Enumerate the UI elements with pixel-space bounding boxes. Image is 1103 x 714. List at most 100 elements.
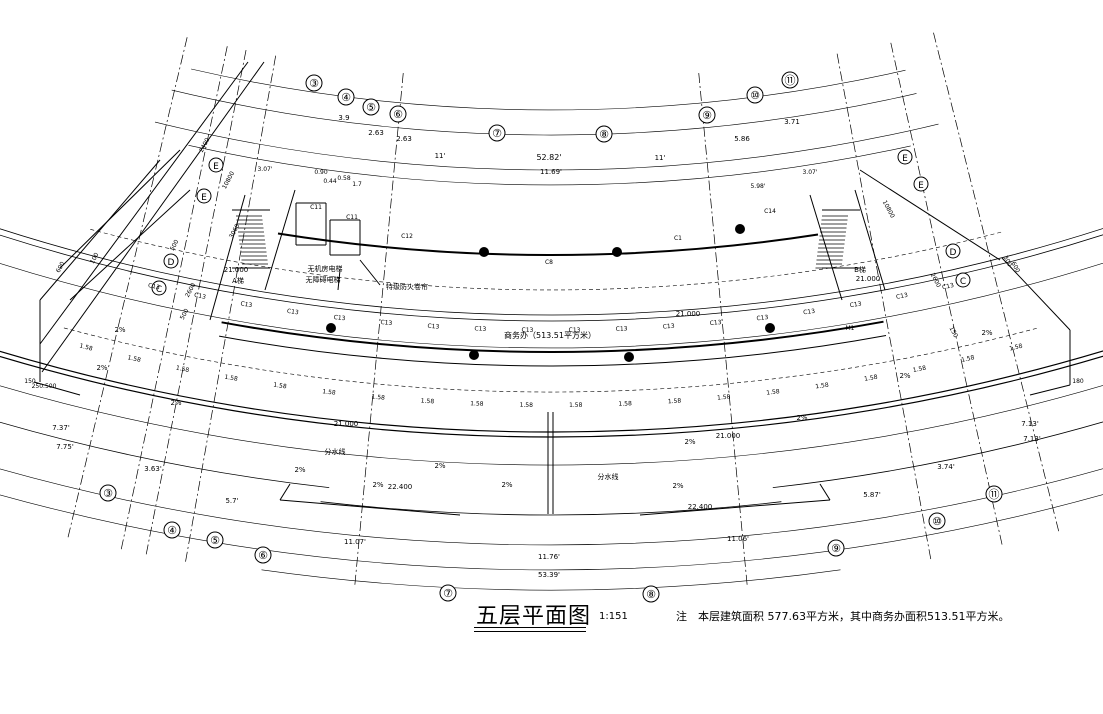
top-dim-total-sub: 11.69' xyxy=(540,168,562,176)
axis-bubble-label: ⑨ xyxy=(702,109,712,122)
drawing-title: 五层平面图 xyxy=(476,604,592,629)
roof-slope-3: 2% xyxy=(294,466,305,474)
axis-bubble-label: ⑤ xyxy=(366,101,376,114)
axis-bubble-bottom-4: ⑦ xyxy=(439,584,457,602)
columns xyxy=(326,224,775,362)
window-label-5: C13 xyxy=(380,319,393,327)
level-mark-5: 22.400 xyxy=(388,483,413,491)
wall-seg-2 xyxy=(39,159,161,301)
axis-bubble-ring xyxy=(928,512,946,530)
window-label-10: C13 xyxy=(616,325,628,332)
window-label-3: C13 xyxy=(286,308,299,317)
beam-label-1: C1 xyxy=(674,235,682,242)
bottom-dim-row4-1: 11.06' xyxy=(727,535,749,543)
top-dim-inner-3: 0.58 xyxy=(337,175,351,182)
arc-16 xyxy=(772,421,1103,488)
window-label-11: C13 xyxy=(663,323,675,331)
misc-dim-14: 180 xyxy=(1072,378,1084,385)
arc-19 xyxy=(0,494,1103,571)
wall-seg-11 xyxy=(854,189,886,291)
column-2 xyxy=(735,224,745,234)
row-axis-label: E xyxy=(918,181,924,191)
row-axis-ring xyxy=(151,280,167,296)
row-axis-ring xyxy=(945,243,961,259)
arc-20 xyxy=(261,569,841,591)
arc-3 xyxy=(188,145,911,186)
beam-label-0: C12 xyxy=(401,233,413,240)
axis-lines xyxy=(67,32,1060,586)
arc-12 xyxy=(0,350,1103,433)
axis-bubble-ring xyxy=(305,74,323,92)
axis-bubble-ring xyxy=(389,105,407,123)
bottom-dim-row1-1: 7.13' xyxy=(1021,420,1039,428)
window-label-7: C13 xyxy=(474,325,486,332)
window-width-8: 1.58 xyxy=(470,400,484,408)
roof-slope-9: 2% xyxy=(796,414,807,422)
top-dim-outer-1: 2.63 xyxy=(368,129,384,137)
axis-line-4 xyxy=(354,72,404,586)
level-mark-1: 21.000 xyxy=(676,310,701,318)
row-axis-label: D xyxy=(168,258,175,268)
axis-bubble-label: ⑩ xyxy=(932,515,942,528)
arc-0 xyxy=(191,68,906,111)
axis-bubble-ring xyxy=(781,71,799,89)
window-label-17: C13 xyxy=(942,282,955,291)
window-width-5: 1.58 xyxy=(322,388,336,397)
wall-seg-18 xyxy=(279,499,461,516)
roof-slope-5: 2% xyxy=(434,462,445,470)
title-underline xyxy=(474,627,586,632)
beam-label-4: C11 xyxy=(310,204,322,211)
axis-bubble-ring xyxy=(488,124,506,142)
top-dim-inner-5: 5.98' xyxy=(750,183,765,190)
axis-bubble-top-1: ④ xyxy=(337,88,355,106)
roof-slope-8: 2% xyxy=(672,482,683,490)
window-label-15: C13 xyxy=(849,300,862,309)
bottom-dim-row5-0: 11.76' xyxy=(538,553,560,561)
axis-bubble-ring xyxy=(595,125,613,143)
misc-dim-7: 2600 xyxy=(929,272,942,289)
arc-8 xyxy=(0,262,1103,349)
axis-line-5 xyxy=(698,72,748,586)
window-label-12: C13 xyxy=(709,319,722,327)
level-mark-6: 22.400 xyxy=(688,503,713,511)
arc-14 xyxy=(0,385,1103,466)
roof-slope-1: 2% xyxy=(96,364,107,372)
top-dim-inner-4: 1.7 xyxy=(352,181,362,188)
bottom-dim-row2-3: 7.13' xyxy=(1023,435,1041,443)
arc-9 xyxy=(221,320,884,353)
wall-seg-33 xyxy=(359,259,381,286)
axis-bubble-label: ⑪ xyxy=(989,488,1000,501)
window-width-16: 1.58 xyxy=(864,374,879,383)
axis-bubble-label: ③ xyxy=(309,77,319,90)
axis-bubble-bottom-0: ③ xyxy=(99,484,117,502)
column-4 xyxy=(469,350,479,360)
wall-seg-5 xyxy=(33,381,81,396)
level-mark-4: 21.000 xyxy=(856,275,881,283)
wall-seg-10 xyxy=(264,189,296,291)
row-axis-ring xyxy=(897,149,913,165)
top-dim-outer-6: 3.71 xyxy=(784,118,800,126)
row-axis-bubble-0-3: C xyxy=(151,280,167,296)
wall-seg-1 xyxy=(39,61,249,345)
axis-bubble-bottom-6: ⑨ xyxy=(827,539,845,557)
row-axis-bubble-0-0: E xyxy=(208,157,224,173)
axis-bubble-label: ④ xyxy=(167,524,177,537)
window-label-9: C13 xyxy=(569,327,581,334)
wall-seg-6 xyxy=(1001,257,1071,331)
axis-bubble-ring xyxy=(206,531,224,549)
level-mark-3: 21.000 xyxy=(716,432,741,440)
window-width-12: 1.58 xyxy=(668,398,682,406)
top-dim-outer-5: 5.86 xyxy=(734,135,750,143)
axis-bubble-bottom-5: ⑧ xyxy=(642,585,660,603)
axis-bubble-top-3: ⑥ xyxy=(389,105,407,123)
bottom-dim-row4-0: 11.07' xyxy=(344,538,366,546)
misc-dim-4: 500 xyxy=(169,238,181,252)
roof-slope-4: 2% xyxy=(372,481,383,489)
arc-walls xyxy=(0,68,1103,591)
window-width-18: 1.58 xyxy=(961,354,976,364)
misc-dim-6: 10800 xyxy=(881,199,896,219)
misc-dim-1: 10800 xyxy=(221,170,236,190)
axis-bubble-label: ⑥ xyxy=(393,108,403,121)
misc-dim-12: 100 xyxy=(89,251,101,265)
